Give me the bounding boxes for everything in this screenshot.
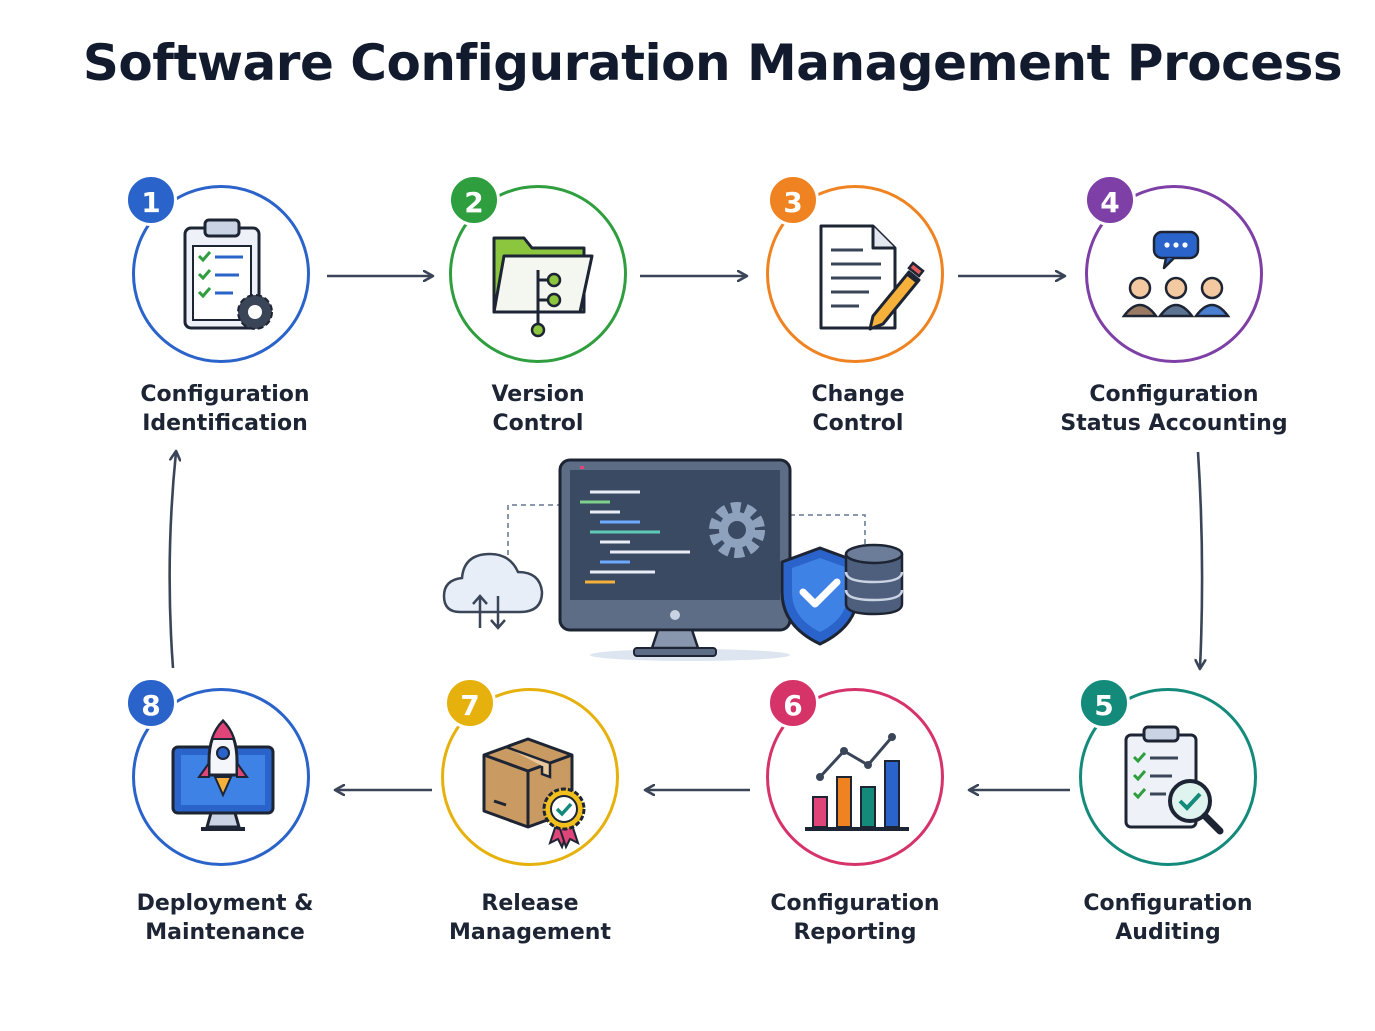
center-illustration (442, 458, 904, 661)
step-number-badge: 7 (444, 677, 496, 729)
step-label: Deployment & Maintenance (136, 891, 314, 945)
step-label: Configuration Identification (140, 382, 310, 436)
team-chat-icon (1121, 230, 1231, 318)
step-number-badge: 6 (767, 677, 819, 729)
diagram-title: Software Configuration Management Proces… (82, 34, 1343, 92)
arrow-8-to-1 (168, 452, 176, 669)
step-number-badge: 3 (767, 174, 819, 226)
database-icon (844, 543, 904, 616)
bar-chart-icon (805, 733, 909, 831)
step-label: Configuration Auditing (1083, 891, 1253, 945)
clipboard-gear-icon (183, 218, 273, 330)
step-label: Configuration Reporting (770, 891, 940, 945)
step-number-badge: 8 (125, 677, 177, 729)
step-number-badge: 1 (125, 174, 177, 226)
arrow-4-to-5 (1198, 451, 1202, 668)
step-number-badge: 2 (448, 174, 500, 226)
gear-icon (709, 502, 765, 558)
package-badge-icon (482, 737, 586, 850)
step-ring (441, 688, 619, 866)
step-number-badge: 5 (1078, 677, 1130, 729)
cloud-sync-icon (442, 552, 544, 630)
step-label: Version Control (491, 382, 585, 436)
step-ring (132, 688, 310, 866)
monitor-rocket-icon (171, 718, 275, 831)
step-label: Release Management (449, 891, 611, 945)
step-label: Change Control (811, 382, 905, 436)
folder-branch-icon (492, 236, 594, 338)
document-pencil-icon (819, 224, 925, 331)
monitor-code-icon (558, 458, 792, 657)
step-number-badge: 4 (1084, 174, 1136, 226)
step-label: Configuration Status Accounting (1060, 382, 1288, 436)
clipboard-magnifier-icon (1124, 725, 1224, 835)
